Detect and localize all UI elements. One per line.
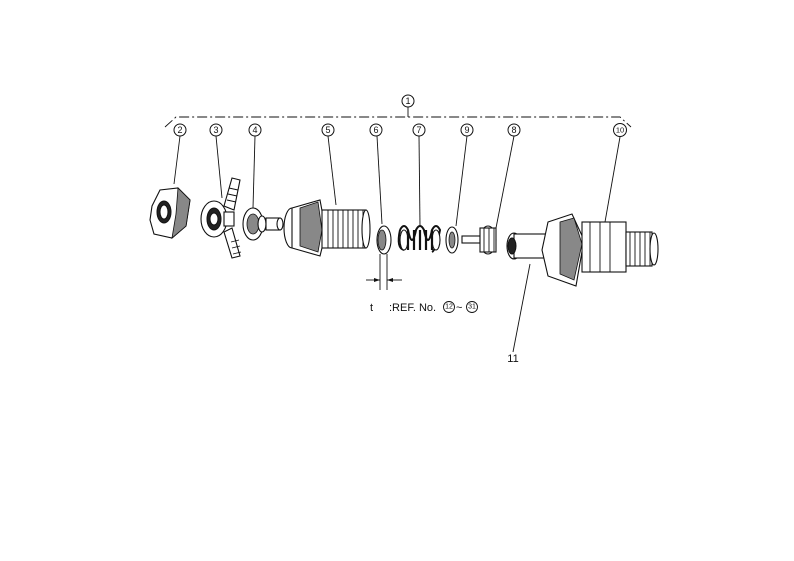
assembly-callout-label: 1: [405, 96, 410, 106]
thickness-dimension: [366, 254, 402, 290]
threaded-body-part: [283, 199, 371, 257]
callout-9: 9: [455, 123, 474, 227]
callout-8: 8: [495, 123, 521, 229]
hex-nut-part: [149, 187, 191, 240]
assembly-callout: 1: [401, 94, 415, 117]
callout-10: 10: [604, 123, 627, 223]
nozzle-holder-part: [506, 213, 659, 287]
seat-washer-part: [445, 226, 459, 254]
ref-range-separator: ~: [456, 302, 462, 314]
svg-text:4: 4: [252, 125, 257, 135]
needle-valve-part: [461, 225, 497, 255]
ref-range-end: 31: [468, 304, 476, 311]
assembly-bracket: [164, 116, 632, 128]
washer-part: [242, 207, 284, 241]
callout-6: 6: [369, 123, 383, 225]
banjo-fitting-part: [200, 177, 242, 259]
thickness-label: t: [370, 302, 373, 314]
svg-text:5: 5: [325, 125, 330, 135]
svg-text:9: 9: [464, 125, 469, 135]
callout-2: 2: [173, 123, 187, 185]
callout-11: 11: [507, 263, 531, 365]
callout-4: 4: [248, 123, 262, 209]
ref-range-start: 12: [445, 304, 453, 311]
callout-7: 7: [412, 123, 426, 227]
reference-note: t :REF. No. 12 ~ 31: [370, 301, 478, 314]
callout-11-label: 11: [507, 353, 518, 365]
callout-5: 5: [321, 123, 337, 206]
svg-text:6: 6: [373, 125, 378, 135]
ref-text: :REF. No.: [389, 302, 436, 314]
svg-text:8: 8: [511, 125, 516, 135]
svg-text:3: 3: [213, 125, 218, 135]
svg-text:10: 10: [616, 126, 624, 135]
svg-text:2: 2: [177, 125, 182, 135]
spring-part: [397, 225, 442, 253]
svg-text:7: 7: [416, 125, 421, 135]
shim-disc-part: [376, 225, 392, 255]
callout-3: 3: [209, 123, 223, 199]
